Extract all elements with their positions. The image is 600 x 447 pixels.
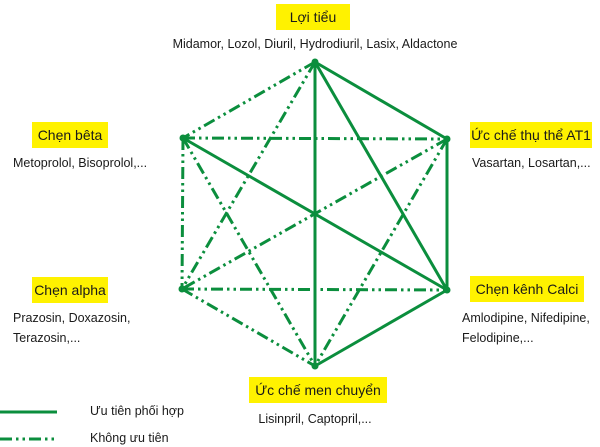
connection-at1-alpha bbox=[181, 137, 448, 291]
node-alpha bbox=[178, 285, 186, 293]
label-calcium: Chẹn kênh Calci bbox=[470, 276, 584, 302]
label-alpha: Chẹn alpha bbox=[32, 277, 108, 303]
connection-beta-at1 bbox=[182, 136, 448, 141]
drugs-alpha-1: Prazosin, Doxazosin, bbox=[13, 311, 131, 325]
connection-diuretic-beta bbox=[182, 60, 316, 140]
connection-alpha-ace bbox=[181, 287, 316, 368]
drugs-ace: Lisinpril, Captopril,... bbox=[258, 412, 372, 426]
connection-calcium-ace bbox=[314, 288, 448, 368]
connection-alpha-calcium bbox=[181, 287, 448, 292]
drugs-alpha-2: Terazosin,... bbox=[13, 331, 81, 345]
label-at1: Ức chế thụ thể AT1 bbox=[470, 122, 592, 148]
connection-diuretic-at1 bbox=[314, 60, 448, 141]
drugs-beta: Metoprolol, Bisoprolol,... bbox=[13, 156, 148, 170]
connection-beta-ace bbox=[181, 137, 317, 367]
node-ace bbox=[311, 362, 319, 370]
legend-not-preferred-label: Không ưu tiên bbox=[90, 431, 169, 445]
node-calcium bbox=[443, 286, 451, 294]
legend-preferred-label: Ưu tiên phối hợp bbox=[90, 404, 184, 418]
drugs-diuretic: Midamor, Lozol, Diuril, Hydrodiuril, Las… bbox=[172, 37, 458, 51]
label-diuretic: Lợi tiểu bbox=[276, 4, 350, 30]
connection-diuretic-alpha bbox=[180, 61, 317, 290]
label-ace: Ức chế men chuyển bbox=[249, 377, 387, 403]
connection-beta-alpha bbox=[180, 137, 185, 290]
node-beta bbox=[179, 134, 187, 142]
drugs-calcium-2: Felodipine,... bbox=[462, 331, 534, 345]
node-diuretic bbox=[311, 58, 319, 66]
drugs-calcium-1: Amlodipine, Nifedipine, bbox=[462, 311, 590, 325]
node-at1 bbox=[443, 135, 451, 143]
drugs-at1: Vasartan, Losartan,... bbox=[472, 156, 591, 170]
label-beta: Chẹn bêta bbox=[32, 122, 108, 148]
